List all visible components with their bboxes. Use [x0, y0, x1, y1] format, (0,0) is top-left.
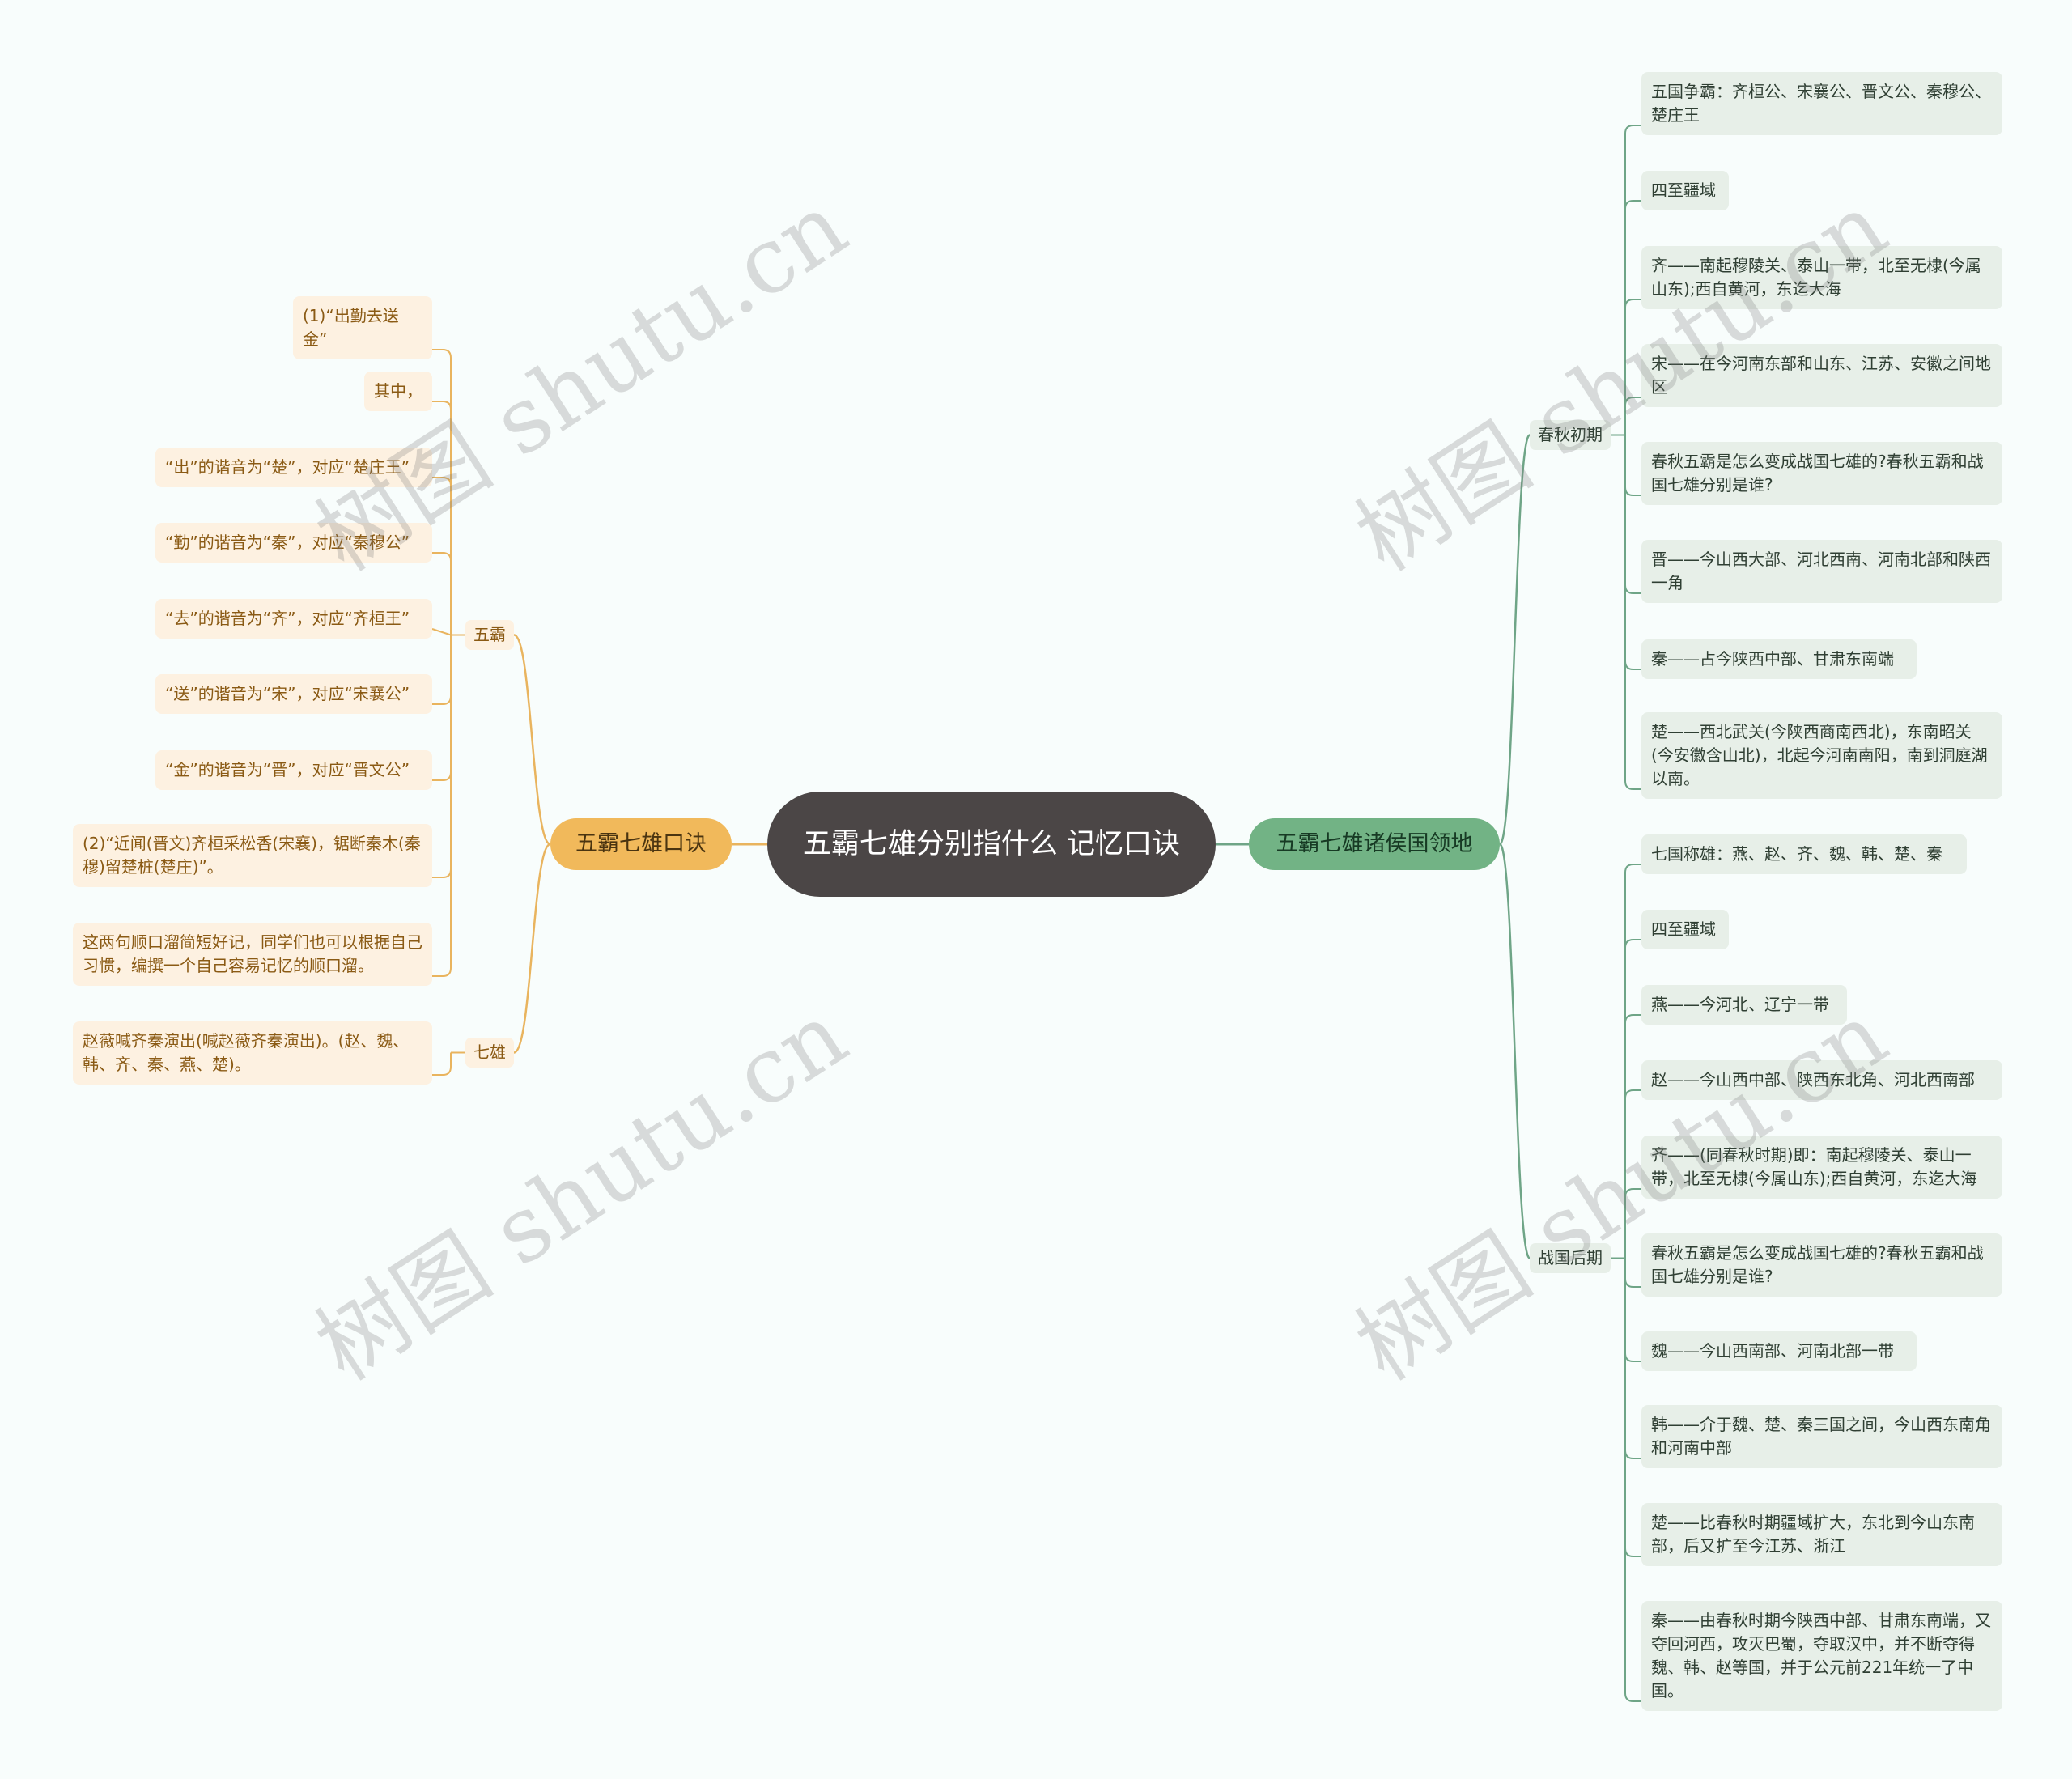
wire-leaf-wuba-8 [432, 635, 452, 878]
wire-leaf-chunqiu-3 [1624, 299, 1641, 435]
leaf-chunqiu-6[interactable]: 晋——今山西大部、河北西南、河南北部和陕西一角 [1641, 540, 2002, 603]
leaf-wuba-9[interactable]: 这两句顺口溜简短好记，同学们也可以根据自己习惯，编撰一个自己容易记忆的顺口溜。 [73, 923, 432, 986]
wire-leaf-wuba-3 [432, 477, 452, 635]
leaf-chunqiu-8[interactable]: 楚——西北武关(今陕西商南西北)，东南昭关(今安徽含山北)，北起今河南南阳，南到… [1641, 712, 2002, 799]
wire-leaf-chunqiu-2 [1624, 200, 1641, 435]
wire-leaf-wuba-7 [432, 635, 452, 781]
branch-territory[interactable]: 五霸七雄诸侯国领地 [1249, 818, 1500, 870]
root-topic[interactable]: 五霸七雄分别指什么 记忆口诀 [767, 792, 1216, 897]
subtopic-zhanguo[interactable]: 战国后期 [1530, 1243, 1611, 1273]
subtopic-qixiong[interactable]: 七雄 [465, 1038, 514, 1068]
leaf-zhanguo-10[interactable]: 秦——由春秋时期今陕西中部、甘肃东南端，又夺回河西，攻灭巴蜀，夺取汉中，并不断夺… [1641, 1601, 2002, 1711]
leaf-chunqiu-4[interactable]: 宋——在今河南东部和山东、江苏、安徽之间地区 [1641, 344, 2002, 407]
leaf-zhanguo-2[interactable]: 四至疆域 [1641, 910, 1729, 949]
leaf-wuba-6[interactable]: “送”的谐音为“宋”，对应“宋襄公” [155, 674, 432, 714]
wire-leaf-wuba-1 [432, 349, 452, 635]
wire-leaf-chunqiu-6 [1624, 435, 1641, 594]
wire-leaf-chunqiu-5 [1624, 435, 1641, 496]
leaf-qixiong-1[interactable]: 赵薇喊齐秦演出(喊赵薇齐秦演出)。(赵、魏、韩、齐、秦、燕、楚)。 [73, 1021, 432, 1085]
wire-leaf-wuba-2 [432, 401, 452, 635]
wire-left-sub-0 [513, 634, 551, 846]
wire-left-sub-1 [513, 843, 551, 1054]
wire-right-sub-1 [1498, 843, 1531, 1259]
wire-leaf-wuba-6 [432, 635, 452, 705]
leaf-zhanguo-9[interactable]: 楚——比春秋时期疆域扩大，东北到今山东南部，后又扩至今江苏、浙江 [1641, 1503, 2002, 1566]
leaf-wuba-7[interactable]: “金”的谐音为“晋”，对应“晋文公” [155, 750, 432, 790]
leaf-wuba-5[interactable]: “去”的谐音为“齐”，对应“齐桓王” [155, 599, 432, 639]
wire-leaf-wuba-4 [432, 552, 452, 635]
wire-leaf-zhanguo-4 [1624, 1089, 1641, 1259]
wire-leaf-zhanguo-2 [1624, 939, 1641, 1259]
wire-leaf-chunqiu-4 [1624, 397, 1641, 435]
leaf-wuba-4[interactable]: “勤”的谐音为“秦”，对应“秦穆公” [155, 523, 432, 563]
leaf-chunqiu-2[interactable]: 四至疆域 [1641, 171, 1729, 210]
wire-leaf-zhanguo-5 [1624, 1188, 1641, 1259]
wire-leaf-zhanguo-1 [1624, 864, 1641, 1259]
leaf-wuba-3[interactable]: “出”的谐音为“楚”，对应“楚庄王” [155, 448, 432, 487]
wire-leaf-qixiong-1 [432, 1052, 452, 1076]
leaf-zhanguo-5[interactable]: 齐——(同春秋时期)即：南起穆陵关、泰山一带，北至无棣(今属山东);西自黄河，东… [1641, 1136, 2002, 1199]
wire-leaf-wuba-5 [431, 628, 452, 636]
leaf-zhanguo-1[interactable]: 七国称雄：燕、赵、齐、魏、韩、楚、秦 [1641, 834, 1967, 874]
wire-leaf-zhanguo-8 [1624, 1258, 1641, 1459]
branch-mnemonic[interactable]: 五霸七雄口诀 [550, 818, 732, 870]
leaf-zhanguo-4[interactable]: 赵——今山西中部、陕西东北角、河北西南部 [1641, 1060, 2002, 1100]
leaf-chunqiu-1[interactable]: 五国争霸：齐桓公、宋襄公、晋文公、秦穆公、楚庄王 [1641, 72, 2002, 135]
leaf-zhanguo-3[interactable]: 燕——今河北、辽宁一带 [1641, 985, 1847, 1025]
wire-leaf-zhanguo-9 [1624, 1258, 1641, 1557]
leaf-wuba-2[interactable]: 其中， [364, 372, 432, 411]
leaf-zhanguo-8[interactable]: 韩——介于魏、楚、秦三国之间，今山西东南角和河南中部 [1641, 1405, 2002, 1468]
wire-leaf-zhanguo-10 [1624, 1258, 1641, 1702]
subtopic-wuba[interactable]: 五霸 [465, 620, 514, 650]
leaf-chunqiu-7[interactable]: 秦——占今陕西中部、甘肃东南端 [1641, 639, 1917, 679]
wire-leaf-chunqiu-8 [1624, 435, 1641, 790]
wire-leaf-chunqiu-1 [1624, 125, 1641, 435]
subtopic-chunqiu[interactable]: 春秋初期 [1530, 420, 1611, 450]
leaf-wuba-8[interactable]: (2)“近闻(晋文)齐桓采松香(宋襄)，锯断秦木(秦穆)留楚桩(楚庄)”。 [73, 824, 432, 887]
leaf-chunqiu-3[interactable]: 齐——南起穆陵关、泰山一带，北至无棣(今属山东);西自黄河，东迄大海 [1641, 246, 2002, 309]
wire-leaf-zhanguo-6 [1624, 1258, 1641, 1288]
leaf-wuba-1[interactable]: (1)“出勤去送金” [293, 296, 432, 359]
wire-leaf-zhanguo-7 [1624, 1258, 1641, 1362]
leaf-zhanguo-7[interactable]: 魏——今山西南部、河南北部一带 [1641, 1331, 1917, 1371]
wire-right-sub-0 [1498, 434, 1531, 846]
wire-leaf-zhanguo-3 [1624, 1014, 1641, 1259]
wire-leaf-wuba-9 [432, 635, 452, 977]
leaf-chunqiu-5[interactable]: 春秋五霸是怎么变成战国七雄的?春秋五霸和战国七雄分别是谁? [1641, 442, 2002, 505]
leaf-zhanguo-6[interactable]: 春秋五霸是怎么变成战国七雄的?春秋五霸和战国七雄分别是谁? [1641, 1233, 2002, 1297]
wire-leaf-chunqiu-7 [1624, 435, 1641, 670]
